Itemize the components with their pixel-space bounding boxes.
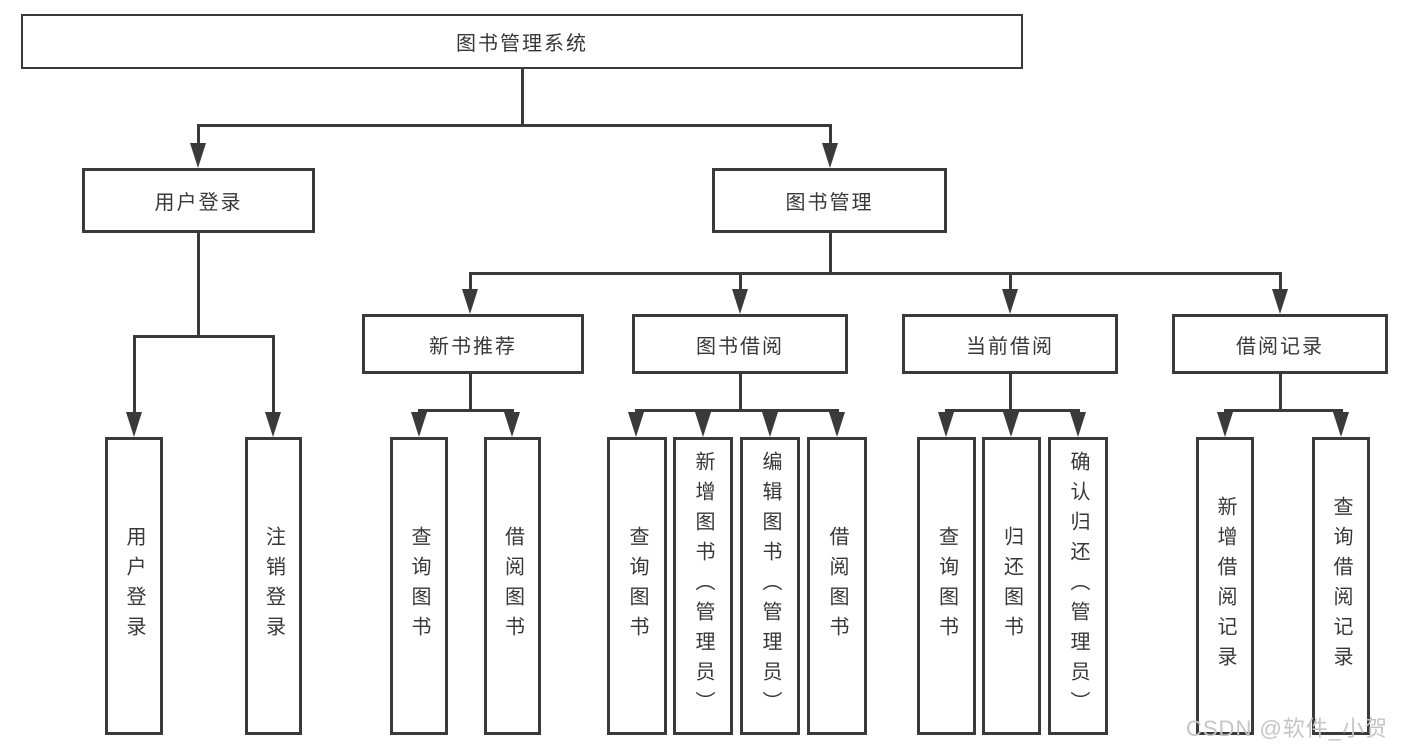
connector-book-management-hline <box>468 272 1282 275</box>
leaf-br-query-record: 查询借阅记录 <box>1312 437 1370 735</box>
connector-bb-stub <box>738 374 742 409</box>
connector-root-stub <box>520 69 524 124</box>
leaf-cb-query-books: 查询图书 <box>917 437 976 735</box>
arrowhead-br-query-record <box>1333 412 1349 437</box>
node-library-management-system: 图书管理系统 <box>21 14 1023 69</box>
connector-bb-line-3 <box>768 409 772 414</box>
connector-br-hline <box>1223 409 1343 412</box>
arrowhead-nbr-query-books <box>411 412 427 437</box>
arrowhead-to-book-management <box>822 143 838 168</box>
arrowhead-cb-return-books <box>1003 412 1019 437</box>
node-user-login-branch: 用户登录 <box>82 168 315 233</box>
connector-to-user-login-line <box>196 124 200 145</box>
connector-to-book-management-line <box>828 124 832 145</box>
leaf-user-login: 用户登录 <box>105 437 163 735</box>
connector-to-leaf-user-login-line <box>132 335 136 414</box>
arrowhead-bb-edit-books <box>762 412 778 437</box>
connector-br-line-2 <box>1339 409 1343 414</box>
node-book-management: 图书管理 <box>712 168 947 233</box>
connector-to-leaf-logout-line <box>271 335 275 414</box>
connector-to-book-borrowing-line <box>738 272 742 291</box>
arrowhead-cb-confirm-return <box>1070 412 1086 437</box>
arrowhead-to-new-book-recommend <box>462 289 478 314</box>
connector-cb-line-1 <box>944 409 948 414</box>
leaf-cb-return-books: 归还图书 <box>982 437 1041 735</box>
leaf-nbr-borrow-books: 借阅图书 <box>484 437 541 735</box>
leaf-nbr-query-books: 查询图书 <box>390 437 448 735</box>
arrowhead-to-leaf-logout <box>265 412 281 437</box>
arrowhead-to-user-login <box>190 143 206 168</box>
arrowhead-cb-query-books <box>938 412 954 437</box>
connector-nbr-stub <box>468 374 472 409</box>
csdn-watermark: CSDN @软件_小贺同学 <box>1186 716 1389 741</box>
leaf-bb-query-books: 查询图书 <box>607 437 667 735</box>
connector-user-login-stub <box>196 233 200 335</box>
arrowhead-to-leaf-user-login <box>126 412 142 437</box>
arrowhead-nbr-borrow-books <box>504 412 520 437</box>
connector-root-hline <box>196 124 832 127</box>
connector-bb-hline <box>634 409 839 412</box>
connector-user-login-hline <box>132 335 275 338</box>
connector-nbr-right-line <box>511 409 514 414</box>
leaf-bb-edit-books-admin: 编辑图书（管理员） <box>740 437 800 735</box>
node-borrowing-records: 借阅记录 <box>1172 314 1388 374</box>
leaf-br-add-record: 新增借阅记录 <box>1196 437 1254 735</box>
arrowhead-bb-borrow-books <box>829 412 845 437</box>
arrowhead-br-add-record <box>1217 412 1233 437</box>
connector-book-management-stub <box>828 233 832 272</box>
connector-br-stub <box>1278 374 1282 409</box>
leaf-logout-login: 注销登录 <box>245 437 302 735</box>
arrowhead-bb-add-books <box>695 412 711 437</box>
connector-bb-line-2 <box>701 409 705 414</box>
node-new-book-recommendation: 新书推荐 <box>362 314 584 374</box>
connector-to-borrowing-records-line <box>1278 272 1282 291</box>
connector-cb-line-2 <box>1009 409 1013 414</box>
node-current-borrowing: 当前借阅 <box>902 314 1118 374</box>
leaf-cb-confirm-return-admin: 确认归还（管理员） <box>1048 437 1108 735</box>
leaf-bb-add-books-admin: 新增图书（管理员） <box>673 437 733 735</box>
connector-bb-line-1 <box>634 409 638 414</box>
arrowhead-to-borrowing-records <box>1272 289 1288 314</box>
arrowhead-to-book-borrowing <box>732 289 748 314</box>
connector-to-current-borrowing-line <box>1008 272 1012 291</box>
connector-bb-line-4 <box>835 409 839 414</box>
connector-nbr-left-line <box>417 409 421 414</box>
connector-br-line-1 <box>1223 409 1227 414</box>
connector-cb-stub <box>1008 374 1012 409</box>
arrowhead-to-current-borrowing <box>1002 289 1018 314</box>
connector-cb-line-3 <box>1076 409 1080 414</box>
node-book-borrowing: 图书借阅 <box>632 314 848 374</box>
connector-nbr-hline <box>417 409 514 412</box>
arrowhead-bb-query-books <box>628 412 644 437</box>
leaf-bb-borrow-books: 借阅图书 <box>807 437 867 735</box>
connector-to-new-book-recommend-line <box>468 272 472 291</box>
